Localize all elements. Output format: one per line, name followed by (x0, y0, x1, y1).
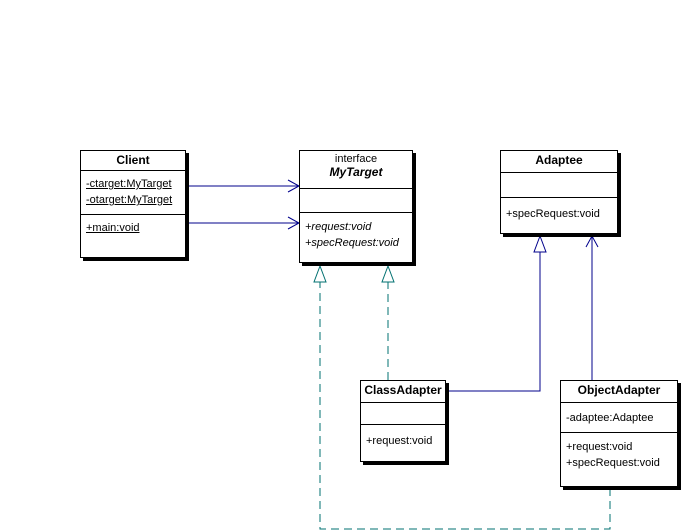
realization-objectadapter-mytarget (313, 264, 611, 530)
realization-classadapter-mytarget (381, 264, 395, 380)
class-adaptee[interactable]: Adaptee +specRequest:void (500, 150, 618, 234)
operation-request: +request:void (366, 435, 433, 447)
interface-mytarget[interactable]: interface MyTarget +request:void +specRe… (299, 150, 413, 263)
operation-main: +main:void (86, 222, 140, 234)
attribute-otarget: -otarget:MyTarget (86, 194, 173, 206)
operation-specrequest: +specRequest:void (305, 237, 399, 249)
operations-compartment: +request:void (361, 425, 445, 449)
association-ctarget (187, 179, 301, 193)
association-otarget (187, 216, 301, 230)
class-name: Adaptee (501, 151, 617, 173)
operations-compartment: +request:void +specRequest:void (561, 433, 677, 471)
attributes-compartment: -adaptee:Adaptee (561, 403, 677, 433)
class-classadapter[interactable]: ClassAdapter +request:void (360, 380, 446, 462)
class-name: ObjectAdapter (561, 381, 677, 403)
operations-compartment: +main:void (81, 215, 185, 236)
operations-compartment: +request:void +specRequest:void (300, 213, 412, 251)
class-name-text: MyTarget (329, 165, 383, 179)
operations-compartment: +specRequest:void (501, 198, 617, 222)
attributes-compartment (361, 403, 445, 425)
class-objectadapter[interactable]: ObjectAdapter -adaptee:Adaptee +request:… (560, 380, 678, 487)
class-name: interface MyTarget (300, 151, 412, 189)
class-name: Client (81, 151, 185, 171)
operation-specrequest: +specRequest:void (566, 457, 660, 469)
association-objectadapter-adaptee (585, 234, 599, 380)
class-client[interactable]: Client -ctarget:MyTarget -otarget:MyTarg… (80, 150, 186, 258)
attribute-ctarget: -ctarget:MyTarget (86, 178, 172, 190)
attribute-adaptee: -adaptee:Adaptee (566, 412, 654, 424)
operation-specrequest: +specRequest:void (506, 208, 600, 220)
class-name-text: Client (116, 153, 150, 167)
class-name-text: ObjectAdapter (577, 383, 661, 397)
class-name-text: Adaptee (535, 153, 583, 167)
attributes-compartment (501, 173, 617, 198)
operation-request: +request:void (566, 441, 633, 453)
attributes-compartment: -ctarget:MyTarget -otarget:MyTarget (81, 171, 185, 215)
operation-request: +request:void (305, 221, 372, 233)
attributes-compartment (300, 189, 412, 213)
generalization-classadapter-adaptee (446, 234, 547, 392)
class-name-text: ClassAdapter (364, 383, 442, 397)
stereotype-label: interface (334, 153, 378, 165)
class-name: ClassAdapter (361, 381, 445, 403)
